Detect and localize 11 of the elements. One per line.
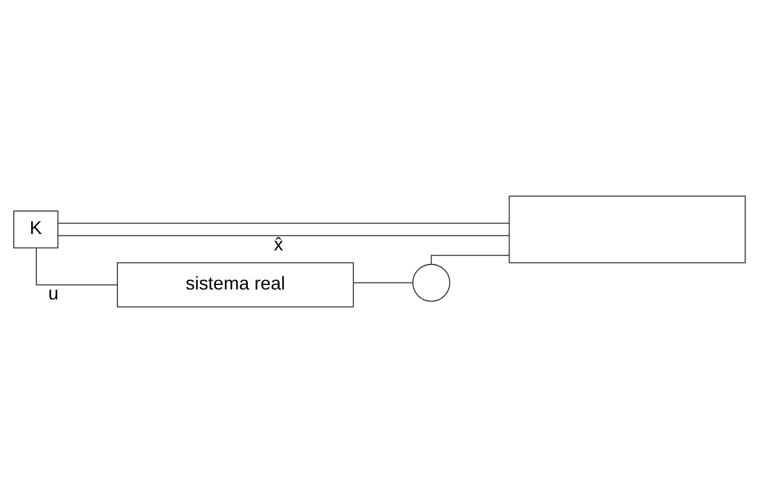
node-box	[508, 195, 746, 263]
edge-label: u	[48, 282, 58, 304]
connector	[430, 254, 510, 264]
connector	[36, 248, 118, 285]
connector	[58, 234, 509, 236]
edge-label: x̂	[274, 232, 284, 254]
connector	[58, 222, 510, 224]
node-box: sistema real	[116, 262, 354, 307]
node-circle	[412, 263, 450, 302]
connector	[354, 282, 413, 283]
node-box: K	[13, 210, 58, 248]
